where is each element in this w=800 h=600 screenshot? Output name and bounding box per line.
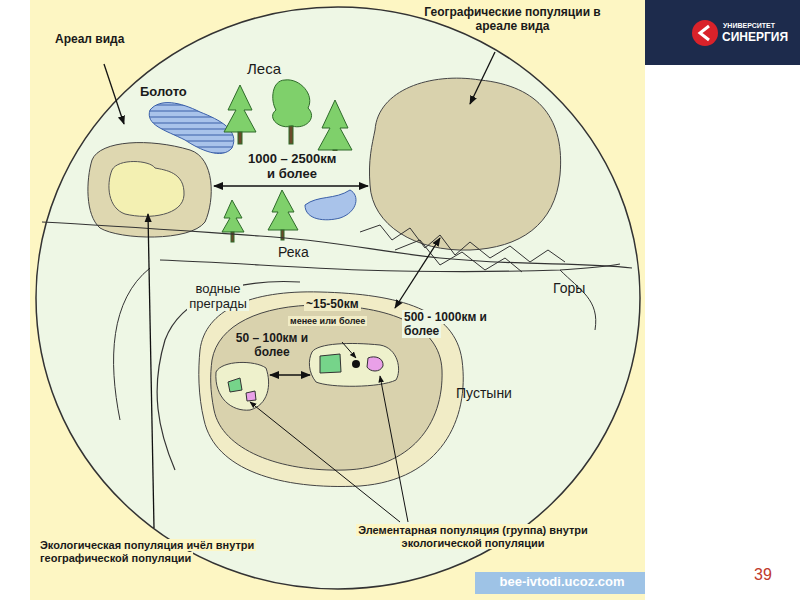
elementary-population <box>246 391 256 401</box>
forest <box>222 80 352 242</box>
range-label: Ареал вида <box>55 33 145 47</box>
leader-arrow <box>148 214 154 528</box>
ecological-population <box>109 162 184 217</box>
area-label: Пустыни <box>456 385 536 401</box>
elementary-population <box>228 378 242 392</box>
caption-label: Географические популяции в ареале вида <box>405 6 620 34</box>
leader-arrow <box>380 376 408 522</box>
page-number: 39 <box>754 566 790 584</box>
distance-arrow <box>270 374 310 376</box>
distance-arrow <box>214 185 368 187</box>
water-barrier <box>114 268 150 420</box>
logo-text: СИНЕРГИЯ <box>722 31 797 45</box>
distance-arrow <box>342 342 356 358</box>
panel <box>30 0 645 600</box>
geographic-population <box>88 143 211 237</box>
distance-label: 1000 – 2500км и более <box>246 152 338 182</box>
ecological-population <box>216 362 269 410</box>
leader-arrow <box>250 402 400 522</box>
elementary-population <box>320 354 341 373</box>
area-label: водные преграды <box>178 282 258 312</box>
callout-label: Элементарная популяция (группа) внутри э… <box>328 524 618 549</box>
elementary-population <box>367 357 383 371</box>
lake <box>305 190 356 220</box>
mountains <box>395 240 522 272</box>
mountains <box>360 225 565 262</box>
species-range <box>36 7 640 589</box>
distance-label: ~15-50км <box>304 298 384 312</box>
boundary-dot <box>352 360 360 368</box>
callout-label: Экологическая популяция ичёл внутри геог… <box>38 539 303 564</box>
area-label: Горы <box>553 280 603 296</box>
watermark: bee-ivtodi.ucoz.com <box>482 575 642 590</box>
river <box>160 260 620 272</box>
distance-arrow <box>395 238 440 308</box>
logo-bar <box>645 0 800 65</box>
distance-label: 500 - 1000км и более <box>402 311 512 339</box>
leader-arrow <box>104 64 124 124</box>
logo-mark <box>692 20 718 46</box>
ecological-population <box>309 343 398 386</box>
logo-text: УНИВЕРСИТЕТ <box>723 22 793 30</box>
logo-chevron <box>700 26 709 40</box>
note-label: менее или более <box>288 316 388 326</box>
river <box>560 270 596 330</box>
area-label: Леса <box>247 60 297 77</box>
watermark-strip <box>475 572 645 594</box>
area-label: Река <box>276 244 326 260</box>
river <box>42 222 632 268</box>
area-label: Болото <box>140 85 210 100</box>
swamp <box>149 103 234 154</box>
geographic-population <box>369 78 560 250</box>
leader-arrow <box>470 52 495 104</box>
distance-label: 50 – 100км и более <box>232 332 312 360</box>
